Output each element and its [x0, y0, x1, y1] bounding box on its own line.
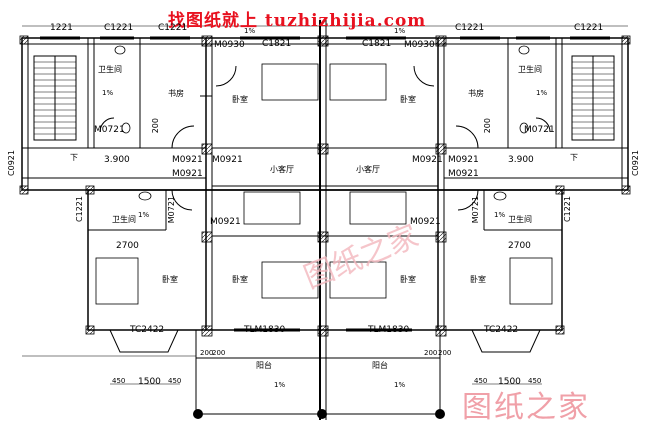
slope-8: 1%: [394, 381, 406, 389]
dim-c1221-top-left: C1221: [104, 23, 134, 33]
dim-1500-left: 1500: [138, 377, 161, 387]
dim-c1221-top-right: C1221: [455, 23, 485, 33]
room-bed-bottom-left: 卧室: [162, 275, 178, 284]
dim-1500-right: 1500: [498, 377, 521, 387]
room-study-left: 书房: [168, 89, 184, 98]
room-study-right: 书房: [468, 89, 484, 98]
win-c1821-left: C1821: [262, 39, 292, 49]
room-bed-bottom-right: 卧室: [470, 275, 486, 284]
room-bath-top-right: 卫生间: [518, 65, 542, 74]
room-bed-top-right: 卧室: [400, 95, 416, 104]
door-m0921-c: M0921: [412, 155, 443, 165]
door-m0921-e: M0921: [172, 169, 203, 179]
slope-6: 1%: [494, 211, 506, 219]
dim-200-left: 200: [151, 118, 160, 134]
dim-c1221-top-right-2: C1221: [574, 23, 604, 33]
slope-3: 1%: [244, 27, 256, 35]
door-m0721-mid-right: M0721: [471, 196, 480, 224]
dim-200-b1: 200: [200, 349, 214, 357]
door-m0930-right: M0930: [404, 40, 435, 50]
win-c0921-right: C0921: [631, 150, 640, 176]
room-bath-mid-left: 卫生间: [112, 215, 136, 224]
door-m0721-mid-left: M0721: [167, 196, 176, 224]
elev-right: 3.900: [508, 155, 534, 165]
slope-7: 1%: [274, 381, 286, 389]
dim-2700-left: 2700: [116, 241, 139, 251]
door-m0921-a: M0921: [172, 155, 203, 165]
watermark-bottom: 图纸之家: [462, 390, 590, 425]
room-bed-bottom-mid-1: 卧室: [232, 275, 248, 284]
dim-2700-right: 2700: [508, 241, 531, 251]
dim-450-1: 450: [112, 377, 126, 385]
slope-5: 1%: [138, 211, 150, 219]
dim-200-b3: 200: [424, 349, 438, 357]
watermark-top: 找图纸就上 tuzhizhijia.com: [168, 11, 427, 31]
door-m0921-g: M0921: [210, 217, 241, 227]
room-balcony-left: 阳台: [256, 361, 272, 370]
door-tlm1830-right: TLM1830: [368, 325, 410, 335]
room-bed-bottom-mid-2: 卧室: [400, 275, 416, 284]
door-tlm1830-left: TLM1830: [244, 325, 286, 335]
win-tc2422-left: TC2422: [130, 325, 165, 335]
dim-c1221-top-left-2: C1221: [158, 23, 188, 33]
slope-2: 1%: [536, 89, 548, 97]
room-bed-top-left: 卧室: [232, 95, 248, 104]
door-m0921-b: M0921: [212, 155, 243, 165]
room-bath-top-left: 卫生间: [98, 65, 122, 74]
dim-200-right: 200: [483, 118, 492, 134]
win-c0921-left: C0921: [7, 150, 16, 176]
win-tc2422-right: TC2422: [484, 325, 519, 335]
win-c1221-mid-right: C1221: [563, 196, 572, 222]
elev-left: 3.900: [104, 155, 130, 165]
stair-down-left: 下: [70, 153, 78, 162]
room-living-left: 小客厅: [270, 165, 294, 174]
room-bath-mid-right: 卫生间: [508, 215, 532, 224]
door-m0921-d: M0921: [448, 155, 479, 165]
dim-200-b2: 200: [212, 349, 226, 357]
stair-down-right: 下: [570, 153, 578, 162]
win-c1221-mid-left: C1221: [75, 196, 84, 222]
door-m0930-left: M0930: [214, 40, 245, 50]
door-m0921-f: M0921: [448, 169, 479, 179]
door-m0721-left: M0721: [94, 125, 125, 135]
dim-450-2: 450: [168, 377, 182, 385]
win-c1821-right: C1821: [362, 39, 392, 49]
slope-1: 1%: [102, 89, 114, 97]
dim-1221-left: 1221: [50, 23, 73, 33]
room-balcony-right: 阳台: [372, 361, 388, 370]
room-living-right: 小客厅: [356, 165, 380, 174]
dim-450-3: 450: [474, 377, 488, 385]
door-m0721-right: M0721: [524, 125, 555, 135]
door-m0921-h: M0921: [410, 217, 441, 227]
dim-200-b4: 200: [438, 349, 452, 357]
slope-4: 1%: [394, 27, 406, 35]
dim-450-4: 450: [528, 377, 542, 385]
